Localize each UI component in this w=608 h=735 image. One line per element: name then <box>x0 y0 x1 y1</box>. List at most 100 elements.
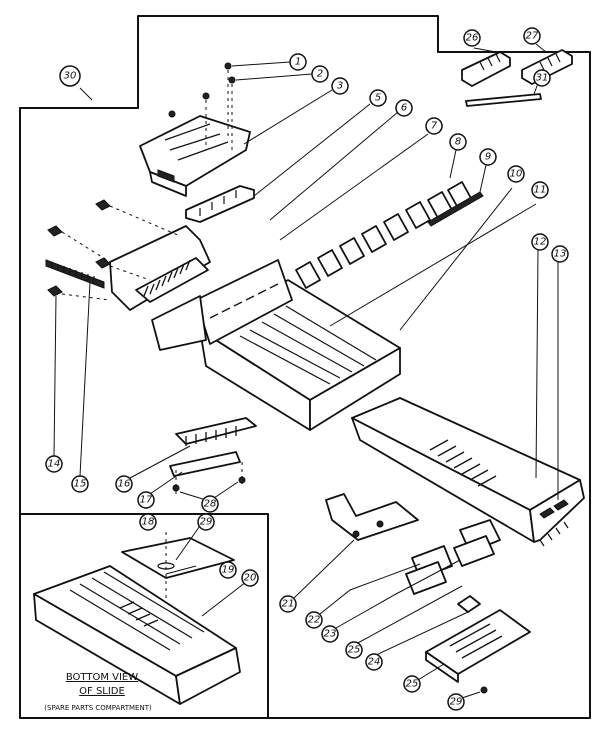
callout-label: 30 <box>64 71 77 82</box>
top-cover-part <box>139 115 251 197</box>
callout-circle <box>115 475 133 493</box>
callout-label: 14 <box>48 459 61 470</box>
callout-17: 17 <box>137 491 155 509</box>
callout-label: 28 <box>204 499 217 510</box>
callout-circle <box>59 65 81 87</box>
callout-24: 24 <box>365 653 383 671</box>
callout-label: 26 <box>466 33 479 44</box>
callout-label: 19 <box>222 565 235 576</box>
main-slide-body <box>151 259 401 431</box>
callout-circle <box>403 675 421 693</box>
callout-25: 25 <box>345 641 363 659</box>
callout-13: 13 <box>551 245 569 263</box>
callout-circle <box>463 29 481 47</box>
callout-label: 2 <box>317 69 323 80</box>
callout-label: 16 <box>118 479 131 490</box>
callout-circle <box>71 475 89 493</box>
callout-label: 7 <box>431 121 438 132</box>
callout-29: 29 <box>447 693 465 711</box>
callout-10: 10 <box>507 165 525 183</box>
callout-label: 29 <box>450 697 463 708</box>
inset-caption-line1: BOTTOM VIEW <box>66 672 138 683</box>
callout-3: 3 <box>331 77 349 95</box>
leader-lines <box>53 43 559 699</box>
callout-label: 8 <box>455 137 461 148</box>
callout-circle <box>311 65 329 83</box>
callout-label: 25 <box>348 645 361 656</box>
callout-circle <box>533 69 551 87</box>
callout-29: 29 <box>197 513 215 531</box>
callout-circle <box>279 595 297 613</box>
callout-31: 31 <box>533 69 551 87</box>
callout-label: 15 <box>74 479 87 490</box>
callout-circle <box>507 165 525 183</box>
callout-12: 12 <box>531 233 549 251</box>
callout-circle <box>289 53 307 71</box>
callout-label: 22 <box>308 615 321 626</box>
callout-circle <box>45 455 63 473</box>
latch-part-17 <box>169 451 246 496</box>
side-plate <box>109 225 211 311</box>
callout-5: 5 <box>369 89 387 107</box>
callout-20: 20 <box>241 569 259 587</box>
callout-27: 27 <box>523 27 541 45</box>
callout-circle <box>201 495 219 513</box>
callout-circle <box>305 611 323 629</box>
inset-frame <box>19 513 269 719</box>
callout-2: 2 <box>311 65 329 83</box>
drawer-part-25 <box>425 609 531 694</box>
callout-label: 11 <box>534 185 547 196</box>
right-slide-rail <box>351 397 585 547</box>
tab-part-24 <box>457 595 481 613</box>
part-26-rail <box>461 51 511 87</box>
callout-25: 25 <box>403 675 421 693</box>
callout-28: 28 <box>201 495 219 513</box>
callout-circle <box>369 89 387 107</box>
callout-label: 12 <box>534 237 547 248</box>
callout-26: 26 <box>463 29 481 47</box>
callout-11: 11 <box>531 181 549 199</box>
callout-circle <box>523 27 541 45</box>
callout-label: 29 <box>200 517 213 528</box>
callout-label: 13 <box>554 249 567 260</box>
callout-label: 10 <box>510 169 523 180</box>
callout-label: 1 <box>295 57 301 68</box>
callout-8: 8 <box>449 133 467 151</box>
callout-label: 31 <box>536 73 549 84</box>
callout-15: 15 <box>71 475 89 493</box>
callout-circle <box>531 233 549 251</box>
callout-label: 17 <box>140 495 153 506</box>
callout-16: 16 <box>115 475 133 493</box>
inset-caption-line3: (SPARE PARTS COMPARTMENT) <box>44 704 152 712</box>
inset-caption-line2: OF SLIDE <box>79 686 125 697</box>
bracket-part-5 <box>185 185 255 223</box>
callout-label: 21 <box>282 599 295 610</box>
callout-label: 25 <box>406 679 419 690</box>
callout-7: 7 <box>425 117 443 135</box>
callout-circle <box>551 245 569 263</box>
bracket-part-21 <box>325 493 419 541</box>
callout-circle <box>447 693 465 711</box>
callout-19: 19 <box>219 561 237 579</box>
callout-circle <box>365 653 383 671</box>
callout-label: 27 <box>526 31 539 42</box>
callout-9: 9 <box>479 148 497 166</box>
callout-circle <box>241 569 259 587</box>
callout-circle <box>345 641 363 659</box>
callout-23: 23 <box>321 625 339 643</box>
part-31-rod <box>465 93 542 107</box>
callout-circle <box>449 133 467 151</box>
callout-circle <box>331 77 349 95</box>
callout-circle <box>321 625 339 643</box>
inset-compartment <box>33 565 241 705</box>
callout-1: 1 <box>289 53 307 71</box>
callout-label: 6 <box>401 103 407 114</box>
callout-label: 3 <box>337 81 343 92</box>
callout-21: 21 <box>279 595 297 613</box>
callout-14: 14 <box>45 455 63 473</box>
callout-circle <box>139 513 157 531</box>
callout-circle <box>137 491 155 509</box>
callout-18: 18 <box>139 513 157 531</box>
